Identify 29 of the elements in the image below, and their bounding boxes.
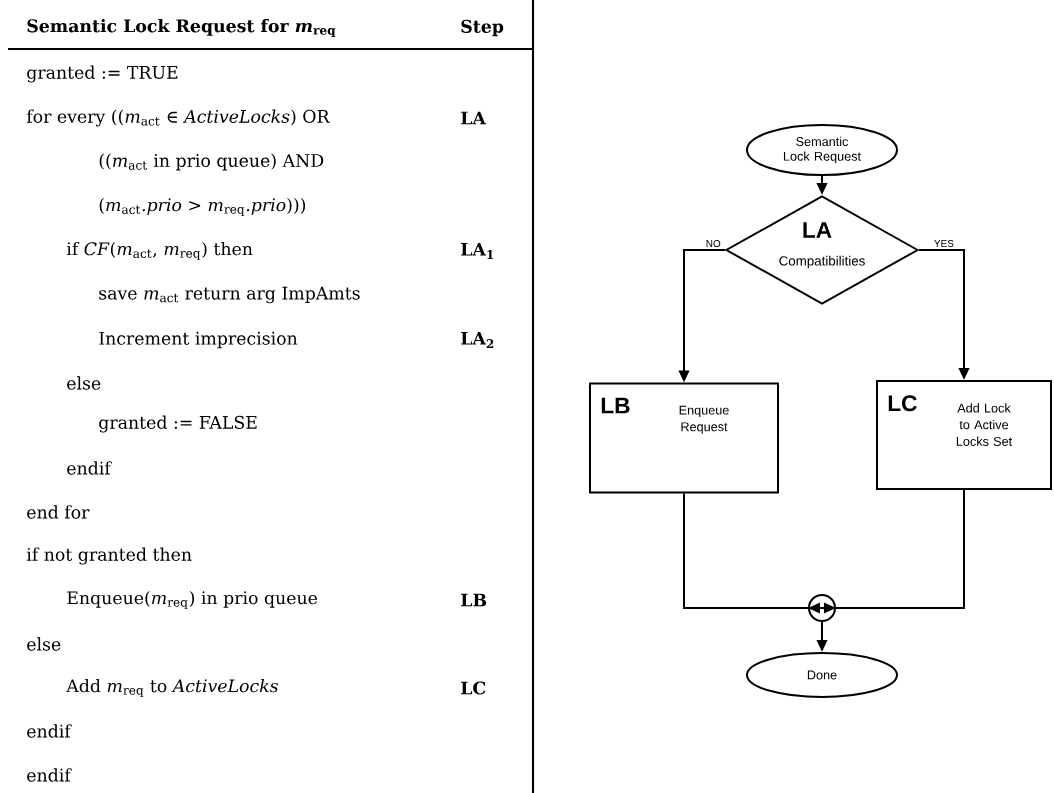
code-line: for every ((m$_{act}$ ∈ ActiveLocks) OR (26, 109, 330, 127)
code-line: Add m$_{req}$ to ActiveLocks (66, 678, 278, 698)
code-line: Increment imprecision (99, 331, 298, 349)
code-line: endif (27, 724, 72, 738)
code-line: granted := FALSE (99, 415, 257, 433)
junction-circle (808, 594, 836, 622)
edge-label: NO (706, 240, 721, 248)
code-line: else (27, 637, 61, 651)
code-line: endif (67, 461, 112, 475)
column-header: Step (461, 19, 504, 37)
process-box: LB Enqueue Request (589, 382, 779, 494)
code-line: (m$_{act}$.prio > m$_{req}$.prio))) (99, 197, 306, 217)
code-line: Enqueue(m$_{req}$) in prio queue (67, 590, 318, 610)
code-line: endif (27, 768, 72, 782)
step-label: LC (461, 681, 486, 695)
process-box: LC Add Lock to Active Locks Set (876, 380, 1052, 490)
code-line: ((m$_{act}$ in prio queue) AND (99, 153, 324, 171)
code-line: granted := TRUE (27, 65, 178, 83)
code-line: save m$_{act}$ return arg ImpAmts (99, 286, 360, 304)
step-label: LA (461, 111, 487, 125)
step-label: LA$_{1}$ (461, 242, 494, 260)
column-header: Semantic Lock Request for m$_{req}$ (27, 18, 336, 38)
code-line: end for (27, 505, 90, 519)
code-line: if CF(m$_{act}$, m$_{req}$) then (66, 241, 253, 261)
code-line: else (67, 376, 101, 390)
code-line: if not granted then (26, 547, 192, 565)
step-label: LB (461, 593, 487, 607)
edge-label: YES (934, 240, 954, 248)
step-label: LA$_{2}$ (461, 331, 494, 349)
